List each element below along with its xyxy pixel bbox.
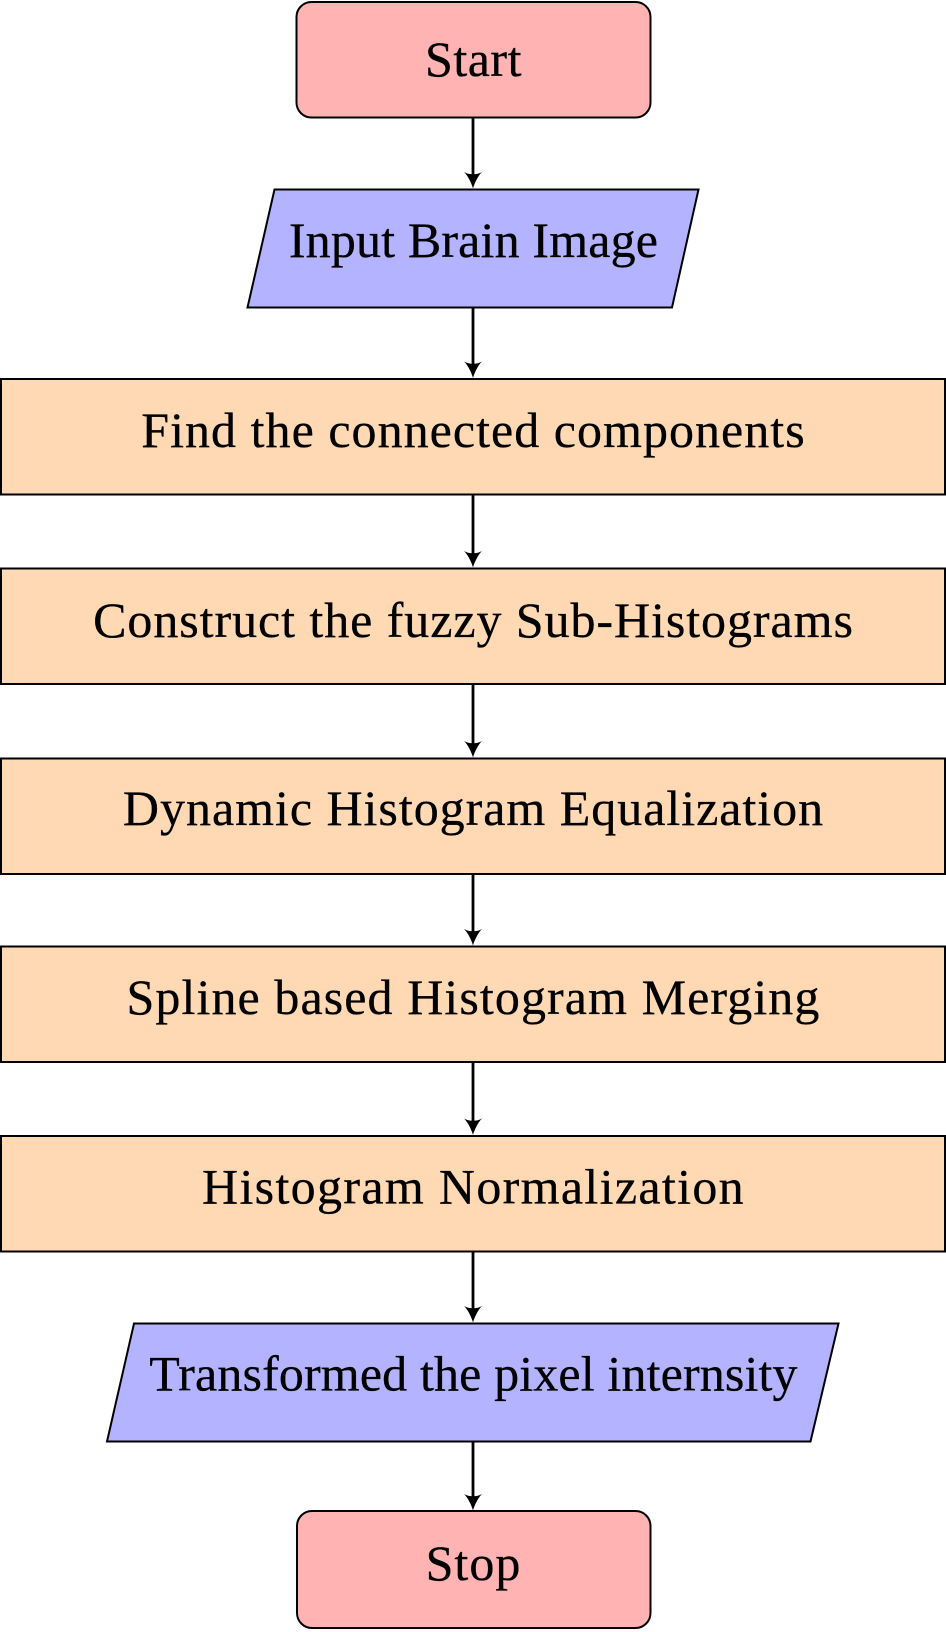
svg-text:Construct the fuzzy Sub-Histog: Construct the fuzzy Sub-Histograms: [93, 592, 854, 648]
svg-text:Spline based Histogram Merging: Spline based Histogram Merging: [127, 969, 821, 1025]
svg-text:Transformed the pixel internsi: Transformed the pixel internsity: [149, 1346, 797, 1402]
svg-text:Start: Start: [425, 31, 522, 87]
svg-text:Histogram Normalization: Histogram Normalization: [202, 1159, 745, 1215]
svg-text:Input Brain Image: Input Brain Image: [289, 212, 658, 268]
svg-text:Find the connected components: Find the connected components: [141, 402, 805, 458]
svg-text:Dynamic Histogram Equalization: Dynamic Histogram Equalization: [123, 780, 824, 836]
svg-text:Stop: Stop: [426, 1535, 522, 1591]
